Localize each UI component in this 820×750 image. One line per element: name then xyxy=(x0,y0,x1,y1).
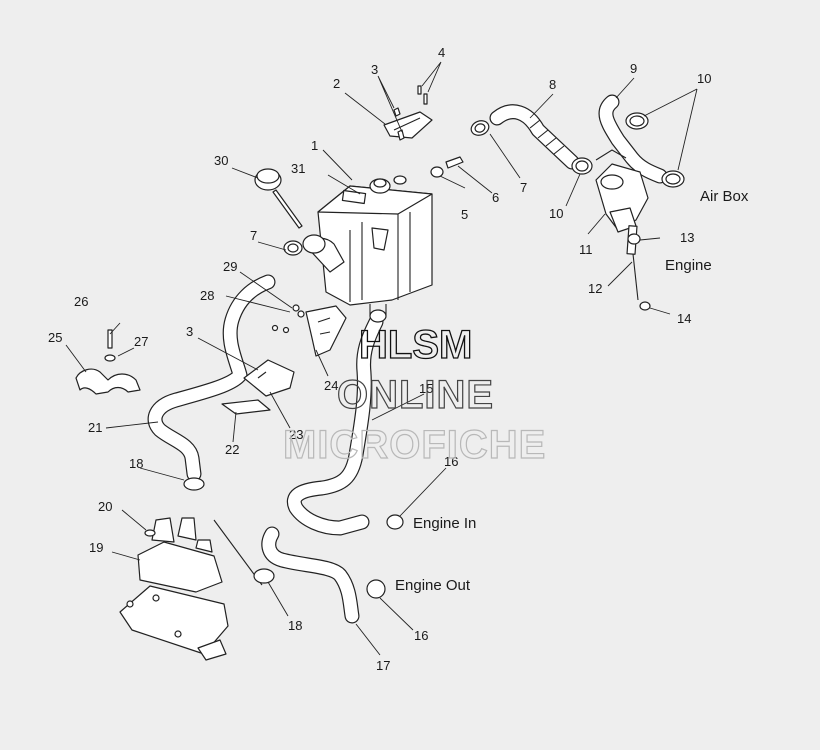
hose-15 xyxy=(286,314,384,536)
callout-air-box: Air Box xyxy=(700,188,749,205)
label-9: 9 xyxy=(630,61,637,76)
label-3-mid: 3 xyxy=(186,324,193,339)
label-26: 26 xyxy=(74,294,88,309)
label-4: 4 xyxy=(438,45,445,60)
clamp-18-lower xyxy=(253,568,275,584)
watermark-line-2: ONLINE xyxy=(337,373,494,417)
label-1: 1 xyxy=(311,138,318,153)
watermark: HLSM ONLINE MICROFICHE xyxy=(282,322,546,467)
hose-8 xyxy=(489,104,580,170)
part-numbers: 1 2 3 4 5 6 7 8 9 10 10 11 12 13 14 15 1… xyxy=(48,45,711,673)
clamp-16-in xyxy=(386,514,404,530)
reservoir-tank xyxy=(302,175,433,323)
label-24: 24 xyxy=(324,378,338,393)
label-31: 31 xyxy=(291,161,305,176)
label-8: 8 xyxy=(549,77,556,92)
label-6: 6 xyxy=(492,190,499,205)
label-10-top: 10 xyxy=(697,71,711,86)
label-19: 19 xyxy=(89,540,103,555)
clamp-13 xyxy=(627,233,641,245)
bracket-24 xyxy=(305,305,347,357)
label-13: 13 xyxy=(680,230,694,245)
label-23: 23 xyxy=(289,427,303,442)
callouts: Air Box Engine Engine In Engine Out xyxy=(395,188,749,594)
clamp-7-side xyxy=(283,240,303,256)
label-10-left: 10 xyxy=(549,206,563,221)
label-2: 2 xyxy=(333,76,340,91)
fasteners-28-29 xyxy=(271,304,305,334)
label-22: 22 xyxy=(225,442,239,457)
clamp-16-out xyxy=(366,579,386,599)
hoses xyxy=(147,94,668,624)
watermark-line-1: HLSM xyxy=(359,323,472,367)
label-7-top: 7 xyxy=(520,180,527,195)
label-18-upper: 18 xyxy=(129,456,143,471)
screw-4 xyxy=(417,85,428,105)
hose-9 xyxy=(598,94,668,184)
callout-engine-in: Engine In xyxy=(413,515,476,532)
hose-17 xyxy=(261,526,360,624)
callout-engine: Engine xyxy=(665,257,712,274)
label-29: 29 xyxy=(223,259,237,274)
leader-lines xyxy=(65,61,698,656)
radiator-19 xyxy=(119,517,229,661)
label-21: 21 xyxy=(88,420,102,435)
label-14: 14 xyxy=(677,311,691,326)
label-20: 20 xyxy=(98,499,112,514)
shield-23 xyxy=(243,359,295,397)
cap-30 xyxy=(254,168,303,229)
label-11: 11 xyxy=(579,242,593,257)
label-15: 15 xyxy=(419,381,433,396)
label-5: 5 xyxy=(461,207,468,222)
clamp-18-upper xyxy=(183,477,205,491)
fitting-5 xyxy=(430,166,444,178)
bracket-2 xyxy=(383,111,433,139)
label-25: 25 xyxy=(48,330,62,345)
clamp-10-top xyxy=(625,112,649,130)
label-7-side: 7 xyxy=(250,228,257,243)
pad-22 xyxy=(221,399,271,415)
callout-engine-out: Engine Out xyxy=(395,577,471,594)
watermark-line-3: MICROFICHE xyxy=(283,423,546,467)
label-27: 27 xyxy=(134,334,148,349)
clamp-10-left xyxy=(571,157,593,175)
label-30: 30 xyxy=(214,153,228,168)
label-17: 17 xyxy=(376,658,390,673)
label-3-top: 3 xyxy=(371,62,378,77)
label-12: 12 xyxy=(588,281,602,296)
clamp-7-top xyxy=(470,120,490,136)
clamp-25 xyxy=(75,368,141,395)
fitting-6 xyxy=(445,156,464,169)
label-16-out: 16 xyxy=(414,628,428,643)
screw-3-top xyxy=(393,107,405,141)
clip-14 xyxy=(639,301,651,311)
fastener-20 xyxy=(144,529,156,537)
hose-21 xyxy=(147,274,276,482)
fasteners-26-27 xyxy=(104,329,116,362)
label-16-in: 16 xyxy=(444,454,458,469)
label-28: 28 xyxy=(200,288,214,303)
label-18-lower: 18 xyxy=(288,618,302,633)
clamp-10-right xyxy=(661,170,685,188)
